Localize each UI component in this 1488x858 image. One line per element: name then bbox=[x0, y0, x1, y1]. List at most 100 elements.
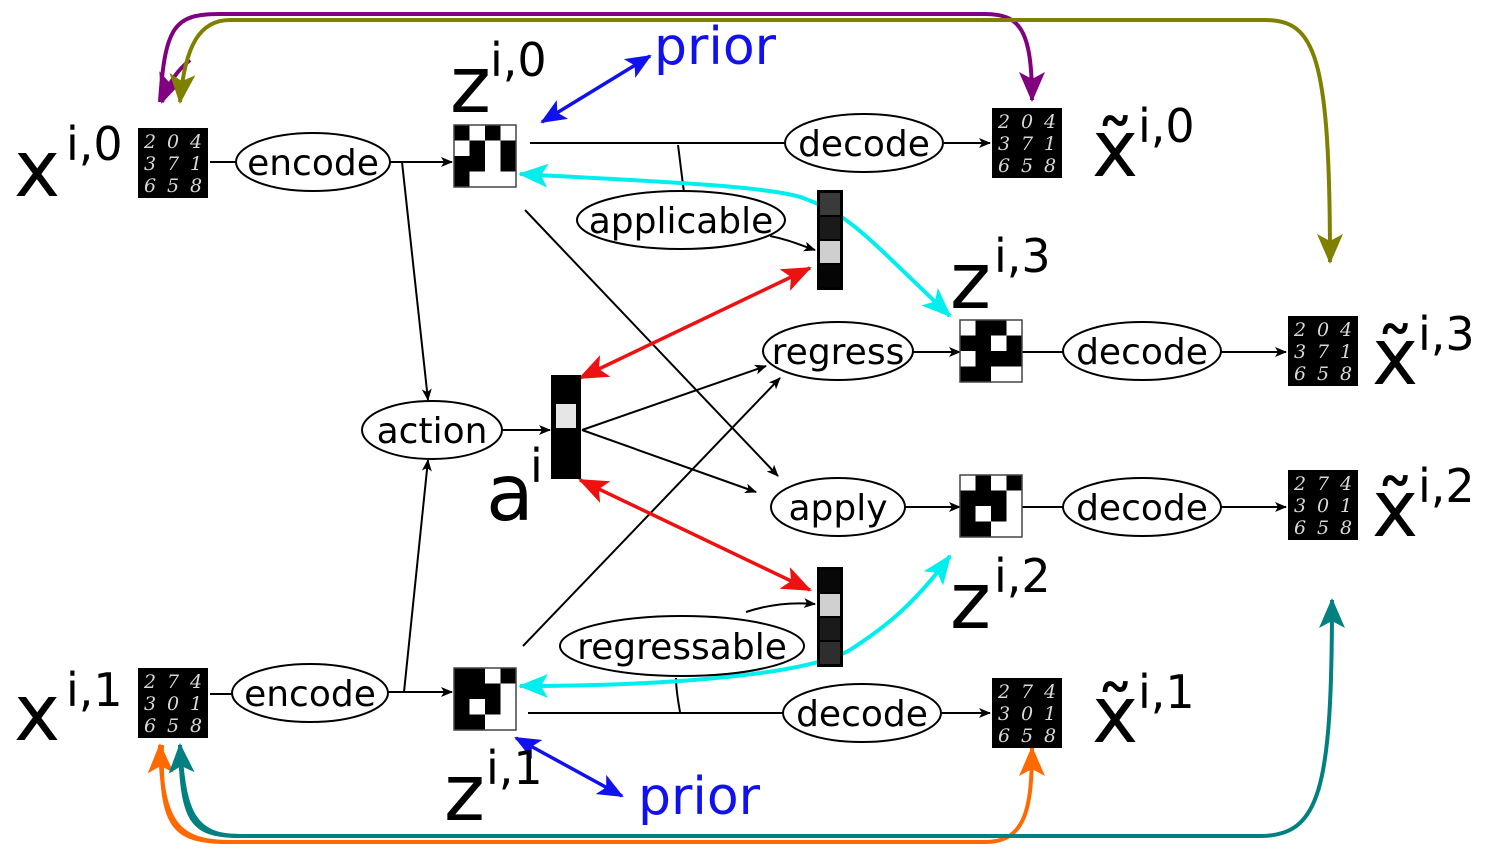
teal-arrow-up-left bbox=[168, 743, 241, 838]
latent-bit bbox=[469, 714, 485, 730]
label-z2: z i,2 bbox=[950, 549, 1051, 647]
digit: 5 bbox=[1021, 155, 1033, 177]
node-decode-2: decode bbox=[1062, 477, 1222, 537]
digit: 5 bbox=[167, 715, 179, 737]
digit: 8 bbox=[1044, 155, 1056, 177]
latent-bit bbox=[1006, 366, 1022, 382]
digit: 2 bbox=[997, 681, 1010, 703]
latent-bit bbox=[991, 475, 1007, 491]
digit: 6 bbox=[1294, 517, 1306, 539]
node-regressable: regressable bbox=[559, 615, 805, 677]
svg-text:x̃: x̃ bbox=[1372, 465, 1418, 555]
svg-text:z: z bbox=[950, 557, 991, 647]
label-z3: z i,3 bbox=[950, 229, 1051, 327]
digit: 5 bbox=[167, 175, 179, 197]
latent-bit bbox=[1006, 490, 1022, 506]
latent-bit bbox=[454, 156, 470, 172]
svg-text:a: a bbox=[486, 449, 534, 539]
digit: 8 bbox=[190, 715, 202, 737]
latent-bit bbox=[485, 125, 501, 141]
digit: 6 bbox=[998, 725, 1010, 747]
latent-grid-z1 bbox=[453, 667, 517, 731]
digit: 6 bbox=[998, 155, 1010, 177]
latent-bit bbox=[960, 506, 976, 522]
latent-bit bbox=[454, 171, 470, 187]
latent-bit bbox=[975, 366, 991, 382]
latent-bit bbox=[1006, 506, 1022, 522]
svg-text:x̃: x̃ bbox=[1092, 671, 1138, 761]
latent-bit bbox=[960, 335, 976, 351]
label-xt2: x̃ i,2 bbox=[1372, 459, 1475, 555]
digit: 0 bbox=[167, 693, 179, 715]
latent-bit bbox=[454, 125, 470, 141]
digit: 1 bbox=[1340, 495, 1352, 517]
latent-bit bbox=[960, 475, 976, 491]
latent-bit bbox=[975, 506, 991, 522]
node-encode-bottom: encode bbox=[231, 663, 389, 723]
latent-bit bbox=[991, 506, 1007, 522]
latent-bit bbox=[991, 320, 1007, 336]
teal-reconstruction-arrow bbox=[178, 598, 1345, 838]
action-vector bbox=[551, 375, 581, 479]
svg-text:i,2: i,2 bbox=[1418, 459, 1475, 513]
purple-reconstruction-arrow bbox=[158, 12, 1045, 103]
latent-bit bbox=[485, 668, 501, 684]
label-xt0: x̃ i,0 bbox=[1092, 99, 1195, 195]
digit: 7 bbox=[1021, 133, 1034, 155]
svg-text:i,0: i,0 bbox=[490, 33, 547, 87]
latent-bit bbox=[469, 699, 485, 715]
prior-arrow-top bbox=[540, 54, 652, 124]
latent-bit bbox=[454, 668, 470, 684]
latent-bit bbox=[485, 156, 501, 172]
digit: 8 bbox=[1340, 517, 1352, 539]
latent-bit bbox=[485, 683, 501, 699]
cyan-arrow-to-z2 bbox=[848, 554, 952, 652]
red-arrow-regressable bbox=[578, 478, 812, 592]
orange-arrow-up-left bbox=[147, 743, 231, 844]
digit: 1 bbox=[1340, 341, 1352, 363]
digit: 7 bbox=[1317, 473, 1330, 495]
node-encode-top: encode bbox=[235, 132, 391, 192]
latent-bit bbox=[469, 668, 485, 684]
latent-bit bbox=[960, 320, 976, 336]
svg-text:decode: decode bbox=[1076, 332, 1208, 373]
latent-bit bbox=[500, 125, 516, 141]
latent-bit bbox=[469, 156, 485, 172]
svg-text:x̃: x̃ bbox=[1372, 313, 1418, 403]
latent-bit bbox=[975, 490, 991, 506]
red-arrow-applicable bbox=[578, 266, 812, 380]
svg-text:regressable: regressable bbox=[577, 627, 787, 668]
svg-text:z: z bbox=[950, 237, 991, 327]
digit: 0 bbox=[1021, 703, 1033, 725]
svg-text:encode: encode bbox=[244, 674, 376, 715]
digit: 5 bbox=[1317, 363, 1329, 385]
latent-bit bbox=[500, 699, 516, 715]
latent-bit bbox=[469, 171, 485, 187]
latent-bit bbox=[500, 156, 516, 172]
digit: 0 bbox=[1317, 495, 1329, 517]
orange-reconstruction-arrow bbox=[159, 744, 1045, 844]
latent-bit bbox=[485, 714, 501, 730]
latent-bit bbox=[485, 140, 501, 156]
digit: 3 bbox=[998, 703, 1010, 725]
node-regress: regress bbox=[762, 321, 914, 381]
prior-label-bottom: prior bbox=[638, 767, 761, 827]
digit: 4 bbox=[1043, 681, 1056, 703]
latent-bit bbox=[1006, 351, 1022, 367]
digit: 2 bbox=[1293, 319, 1306, 341]
svg-text:i,3: i,3 bbox=[1418, 307, 1475, 361]
latent-bit bbox=[500, 140, 516, 156]
digit: 3 bbox=[998, 133, 1010, 155]
latent-bit bbox=[991, 335, 1007, 351]
svg-text:i,1: i,1 bbox=[1138, 665, 1195, 719]
svg-text:z: z bbox=[444, 749, 485, 839]
digit: 4 bbox=[189, 131, 202, 153]
latent-bit bbox=[991, 366, 1007, 382]
latent-grid-z3 bbox=[959, 319, 1023, 383]
latent-bit bbox=[960, 521, 976, 537]
digit: 0 bbox=[1317, 319, 1329, 341]
